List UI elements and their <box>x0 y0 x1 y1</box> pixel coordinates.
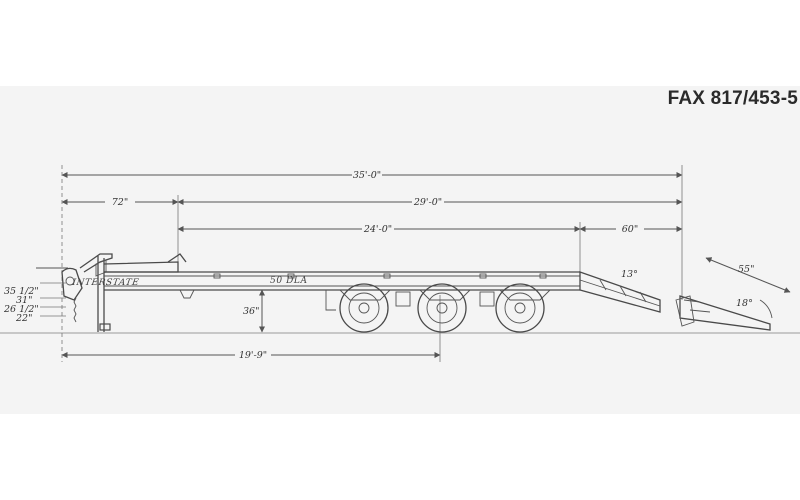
label-overall-length: 35'-0" <box>353 170 381 181</box>
dimension-deck-height: 36" <box>243 289 265 333</box>
label-hitch-h1: 35 1/2" <box>4 286 39 297</box>
rear-ramp: 55" 18° <box>675 257 791 331</box>
wheel-1 <box>339 283 389 333</box>
label-dovetail-length: 60" <box>622 224 638 235</box>
dimension-hitch-to-axle: 19'-9" <box>61 348 441 361</box>
label-hitch-h4: 22" <box>15 313 32 324</box>
dimension-deck: 29'-0" <box>177 195 683 208</box>
brand-text: INTERSTATE <box>71 278 140 288</box>
label-dovetail-angle: 13° <box>621 269 638 280</box>
label-neck-length: 72" <box>112 197 128 208</box>
wheels <box>339 283 545 333</box>
brand-lettering: INTERSTATE 50 DLA <box>71 276 308 288</box>
fax-number: FAX 817/453-5 <box>667 88 798 109</box>
dimension-main-deck: 24'-0" <box>177 222 581 235</box>
wheel-2 <box>417 283 467 333</box>
drawing-background <box>0 86 800 414</box>
dimension-neck: 72" <box>61 195 179 208</box>
label-main-deck: 24'-0" <box>363 224 392 235</box>
label-ramp-length: 55" <box>738 264 754 275</box>
dimension-overall: 35'-0" <box>61 168 683 181</box>
label-hitch-h2: 31" <box>16 295 32 306</box>
dovetail: 13° <box>579 269 661 313</box>
label-hitch-h3: 26 1/2" <box>3 304 39 315</box>
label-hitch-to-axle: 19'-9" <box>239 350 267 361</box>
dimension-dovetail: 60" <box>579 222 683 235</box>
extension-lines <box>61 165 683 362</box>
hitch-heights: 35 1/2" 31" 26 1/2" 22" <box>3 267 68 324</box>
wheel-3 <box>495 283 545 333</box>
model-text: 50 DLA <box>270 276 308 286</box>
suspension <box>339 289 551 307</box>
label-deck-height: 36" <box>243 306 259 317</box>
main-frame <box>103 253 580 311</box>
label-deck-length: 29'-0" <box>413 197 442 208</box>
gooseneck <box>61 253 113 332</box>
label-ramp-angle: 18° <box>736 298 753 309</box>
